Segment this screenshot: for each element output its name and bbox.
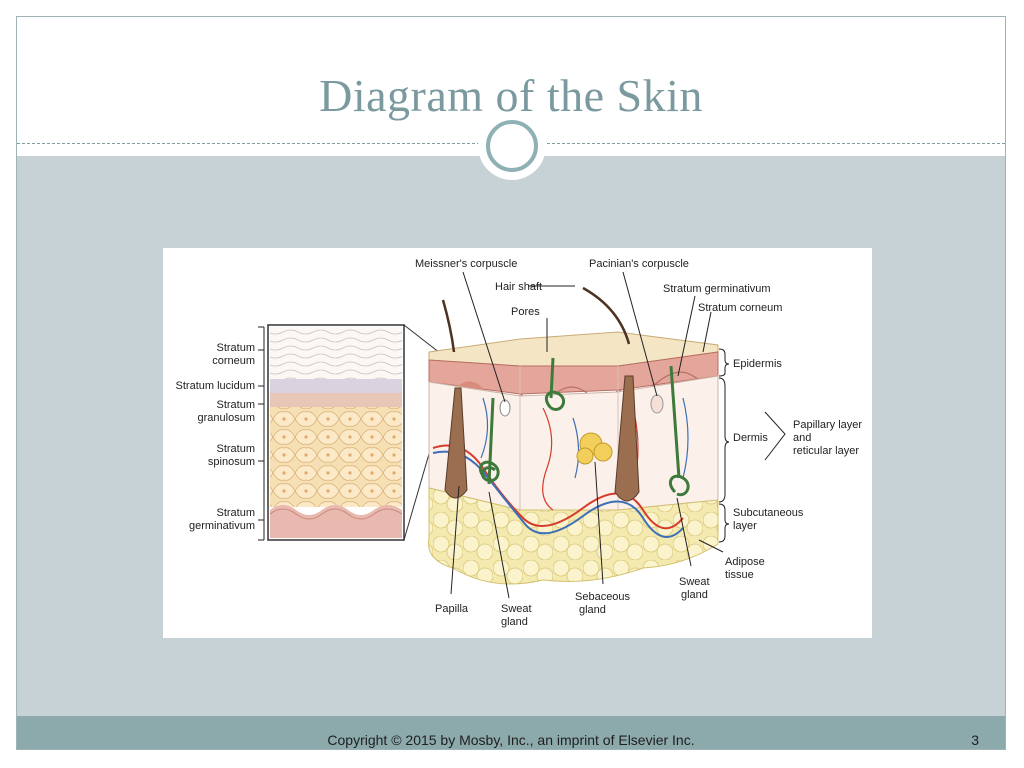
label-stratum-corneum: Stratum (216, 342, 255, 354)
label-subcutaneous: Subcutaneous (733, 507, 804, 519)
slide-footer: Copyright © 2015 by Mosby, Inc., an impr… (17, 716, 1005, 749)
label-stratum-spinosum-2: spinosum (208, 456, 255, 468)
label-stratum-granulosum: Stratum (216, 399, 255, 411)
label-sebaceous: Sebaceous (575, 591, 631, 603)
label-papillary-layer: Papillary layer (793, 419, 862, 431)
hair-follicles (441, 286, 640, 502)
copyright-text: Copyright © 2015 by Mosby, Inc., an impr… (327, 732, 695, 748)
epidermis-inset (267, 324, 405, 541)
leader-lines (450, 271, 724, 599)
label-sweat-gland-right-2: gland (681, 589, 708, 601)
label-stratum-germinativum-top: Stratum germinativum (663, 283, 771, 295)
label-stratum-corneum-2: corneum (212, 355, 255, 367)
label-pacinian-corpuscle: Pacinian's corpuscle (589, 258, 689, 270)
skin-diagram: Stratum corneum Stratum lucidum Stratum … (163, 248, 872, 638)
label-stratum-granulosum-2: granulosum (198, 412, 255, 424)
label-meissner-corpuscle: Meissner's corpuscle (415, 258, 517, 270)
label-stratum-germinativum-2: germinativum (189, 520, 255, 532)
label-reticular-layer: reticular layer (793, 445, 859, 457)
label-stratum-corneum-top: Stratum corneum (698, 302, 782, 314)
label-papilla: Papilla (435, 603, 469, 615)
inset-bracket (258, 326, 265, 541)
label-adipose: Adipose (725, 556, 765, 568)
label-papillary-and: and (793, 432, 811, 444)
left-labels: Stratum corneum Stratum lucidum Stratum … (176, 342, 255, 532)
label-epidermis: Epidermis (733, 358, 782, 370)
label-stratum-germinativum: Stratum (216, 507, 255, 519)
sweat-glands (479, 357, 690, 497)
label-hair-shaft: Hair shaft (495, 281, 542, 293)
label-sweat-gland-right: Sweat (679, 576, 710, 588)
label-pores: Pores (511, 306, 540, 318)
page-number: 3 (971, 732, 979, 748)
label-subcutaneous-layer: layer (733, 520, 757, 532)
sebaceous-gland (576, 432, 613, 465)
label-sweat-gland-left: Sweat (501, 603, 532, 615)
right-labels: Epidermis Dermis Papillary layer and ret… (725, 358, 862, 581)
top-labels: Meissner's corpuscle Hair shaft Pores Pa… (415, 258, 782, 318)
label-dermis: Dermis (733, 432, 768, 444)
bottom-labels: Papilla Sweat gland Sebaceous gland Swea… (435, 576, 710, 628)
label-sweat-gland-left-2: gland (501, 616, 528, 628)
layer-brackets (718, 348, 786, 543)
skin-block (428, 331, 719, 585)
label-stratum-spinosum: Stratum (216, 443, 255, 455)
label-stratum-lucidum: Stratum lucidum (176, 380, 255, 392)
label-adipose-tissue: tissue (725, 569, 754, 581)
ring-ornament-icon (486, 120, 538, 172)
label-sebaceous-gland: gland (579, 604, 606, 616)
